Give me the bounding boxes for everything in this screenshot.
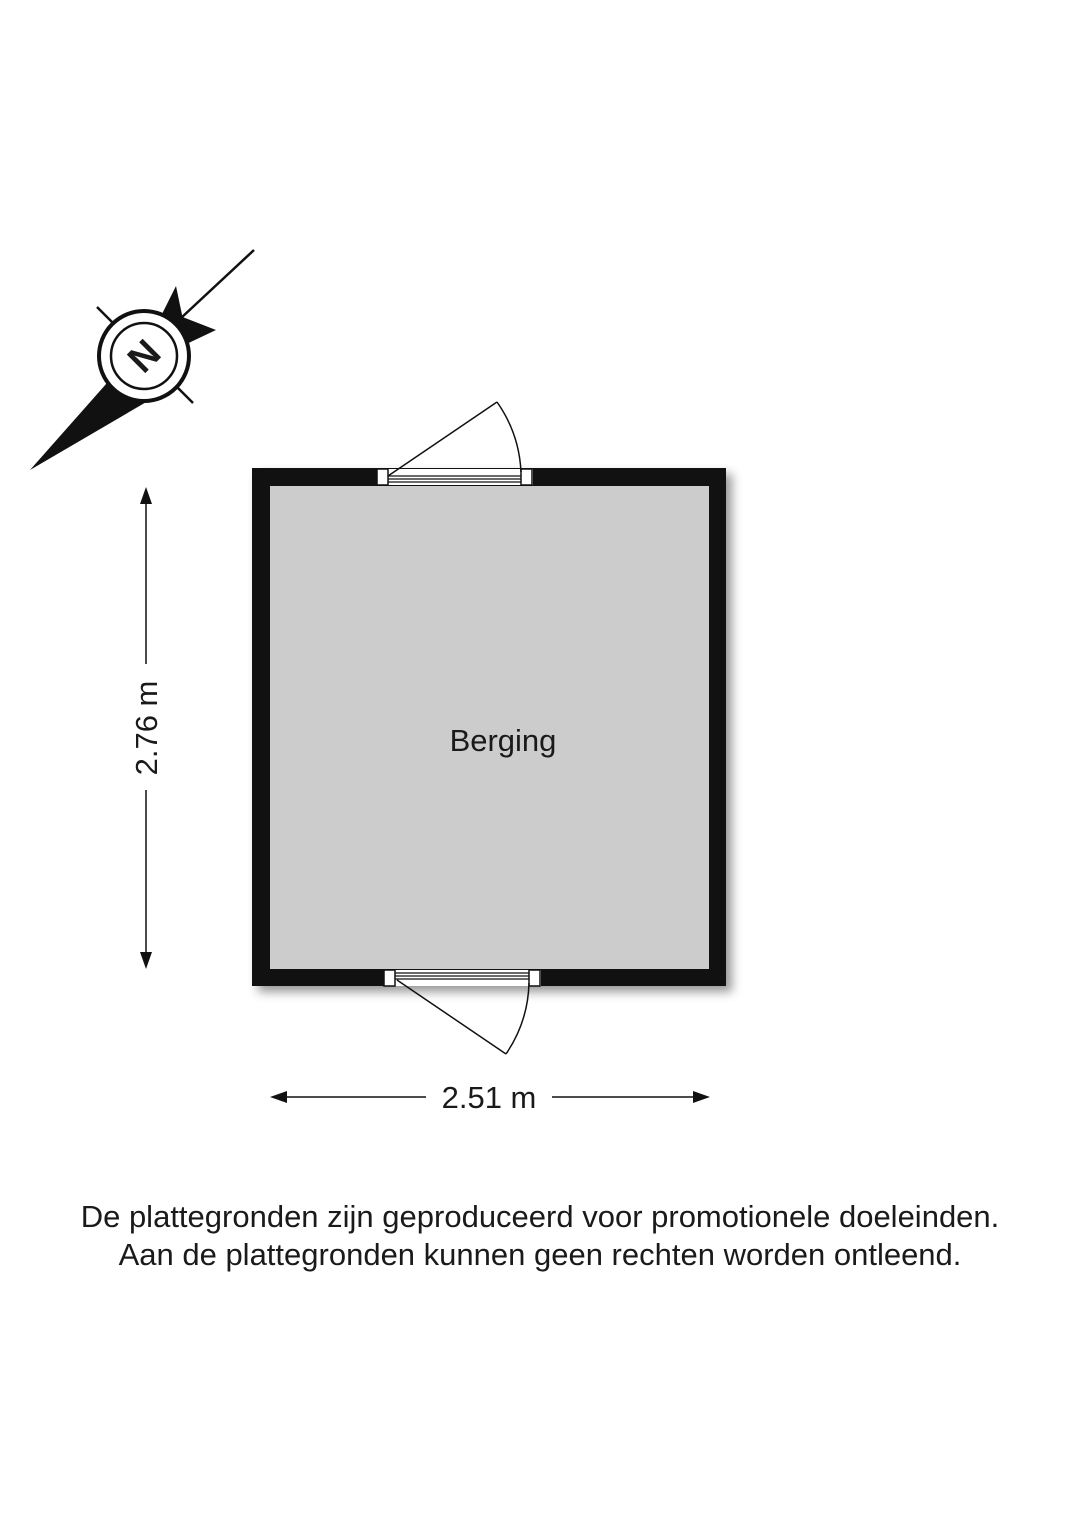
width-dimension: 2.51 m bbox=[270, 1080, 710, 1115]
height-dimension-label: 2.76 m bbox=[129, 681, 164, 776]
width-dimension-label: 2.51 m bbox=[442, 1080, 537, 1115]
room-label: Berging bbox=[450, 723, 557, 758]
room-walls bbox=[252, 468, 732, 992]
disclaimer-line-2: Aan de plattegronden kunnen geen rechten… bbox=[118, 1237, 962, 1272]
height-dimension: 2.76 m bbox=[129, 487, 164, 969]
disclaimer: De plattegronden zijn geproduceerd voor … bbox=[0, 1198, 1080, 1274]
room-floor bbox=[270, 486, 709, 969]
disclaimer-line-1: De plattegronden zijn geproduceerd voor … bbox=[80, 1199, 1000, 1234]
north-arrow-icon: N bbox=[30, 249, 255, 470]
door-top bbox=[376, 401, 533, 486]
door-bottom bbox=[383, 969, 541, 1055]
